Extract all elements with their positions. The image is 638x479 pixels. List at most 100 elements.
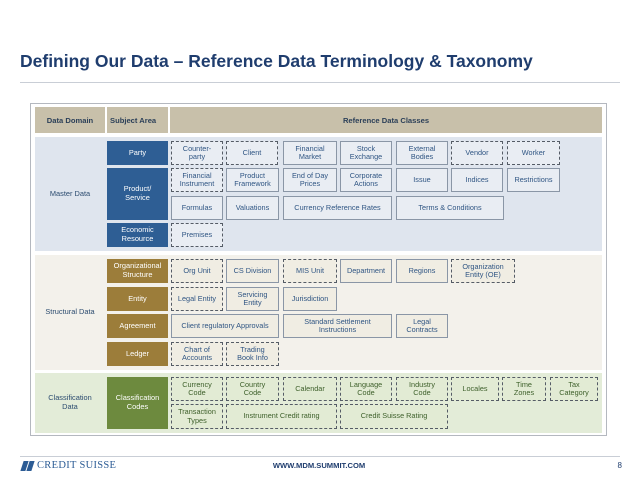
- counterparty-line2: party: [188, 152, 206, 161]
- cell-calendar: Calendar: [283, 377, 337, 401]
- subject-agreement: Agreement: [107, 314, 168, 338]
- cell-cs-division: CS Division: [226, 259, 279, 283]
- ssi-line2: Instructions: [318, 325, 357, 334]
- cell-counterparty: Counter-party: [171, 141, 223, 165]
- cell-department: Department: [340, 259, 392, 283]
- financial-market-line1: Financial: [295, 143, 325, 153]
- title-divider: [20, 82, 620, 83]
- cell-instrument-credit-rating: Instrument Credit rating: [226, 404, 337, 429]
- footer-divider: [20, 456, 620, 457]
- industry-code-line2: Code: [413, 388, 431, 397]
- ssi-line1: Standard Settlement: [304, 316, 371, 326]
- servicing-entity-line2: Entity: [243, 298, 262, 307]
- cell-vendor: Vendor: [451, 141, 503, 165]
- cell-client-regulatory-approvals: Client regulatory Approvals: [171, 314, 279, 338]
- domain-structural-data: Structural Data: [45, 307, 95, 317]
- country-code-line1: Country: [239, 379, 266, 389]
- cell-restrictions: Restrictions: [507, 168, 560, 192]
- language-code-line1: Language: [349, 379, 383, 389]
- time-zones-line1: Time: [516, 379, 532, 389]
- cell-currency-reference-rates: Currency Reference Rates: [283, 196, 392, 220]
- cell-premises: Premises: [171, 223, 223, 247]
- cell-indices: Indices: [451, 168, 503, 192]
- external-bodies-line2: Bodies: [410, 152, 434, 161]
- servicing-entity-line1: Servicing: [237, 289, 268, 299]
- header-subject-area: Subject Area: [107, 107, 168, 133]
- subject-product-line2: Service: [125, 193, 150, 202]
- product-framework-line1: Product: [239, 170, 266, 180]
- time-zones-line2: Zones: [513, 388, 535, 397]
- subject-org-line1: Organizational: [113, 261, 162, 271]
- chart-of-accounts-line2: Accounts: [181, 353, 212, 362]
- financial-instrument-line2: Instrument: [179, 179, 215, 188]
- trading-book-line2: Book Info: [237, 353, 268, 362]
- cell-legal-entity: Legal Entity: [171, 287, 223, 311]
- cell-mis-unit: MIS Unit: [283, 259, 337, 283]
- legal-contracts-line2: Contracts: [406, 325, 438, 334]
- subject-product-service: Product/Service: [107, 168, 168, 220]
- cell-terms-conditions: Terms & Conditions: [396, 196, 504, 220]
- subject-product-line1: Product/: [123, 184, 152, 194]
- product-framework-line2: Framework: [234, 179, 271, 188]
- cell-regions: Regions: [396, 259, 448, 283]
- transaction-types-line1: Transaction: [178, 407, 216, 417]
- credit-suisse-logo: CREDIT SUISSE: [20, 460, 117, 471]
- counterparty-line1: Counter-: [182, 143, 212, 153]
- cell-client: Client: [226, 141, 278, 165]
- subject-economic-line2: Resource: [121, 234, 154, 243]
- eod-prices-line2: Prices: [299, 179, 321, 188]
- chart-of-accounts-line1: Chart of: [184, 344, 210, 354]
- financial-instrument-line1: Financial: [182, 170, 212, 180]
- eod-prices-line1: End of Day: [291, 170, 329, 180]
- domain-classification-line2: Data: [62, 402, 78, 411]
- footer-url: WWW.MDM.SUMMIT.COM: [272, 461, 366, 470]
- page-title: Defining Our Data – Reference Data Termi…: [20, 51, 533, 71]
- trading-book-line1: Trading: [240, 344, 265, 354]
- header-data-domain: Data Domain: [35, 107, 105, 133]
- country-code-line2: Code: [243, 388, 262, 397]
- transaction-types-line2: Types: [187, 415, 207, 425]
- tax-category-line2: Category: [559, 388, 589, 397]
- financial-market-line2: Market: [298, 152, 322, 161]
- subject-entity: Entity: [107, 287, 168, 311]
- cell-jurisdiction: Jurisdiction: [283, 287, 337, 311]
- tax-category-line1: Tax: [568, 379, 580, 389]
- subject-ledger: Ledger: [107, 342, 168, 366]
- cell-org-unit: Org Unit: [171, 259, 223, 283]
- organization-entity-line2: Entity (OE): [465, 270, 501, 279]
- header-reference-data-classes: Reference Data Classes: [170, 107, 602, 133]
- subject-org-line2: Structure: [122, 270, 153, 279]
- page-number: 8: [617, 461, 622, 470]
- legal-contracts-line1: Legal: [413, 316, 431, 326]
- currency-code-line2: Code: [188, 388, 206, 397]
- cell-issue: Issue: [396, 168, 448, 192]
- subject-party: Party: [107, 141, 168, 165]
- cell-valuations: Valuations: [226, 196, 279, 220]
- stock-exchange-line1: Stock: [356, 143, 376, 153]
- corporate-actions-line2: Actions: [354, 179, 378, 188]
- language-code-line2: Code: [357, 388, 375, 397]
- organization-entity-line1: Organization: [462, 261, 504, 271]
- corporate-actions-line1: Corporate: [349, 170, 383, 180]
- industry-code-line1: Industry: [409, 379, 435, 389]
- cell-locales: Locales: [451, 377, 499, 401]
- subject-classification-line2: Codes: [126, 402, 149, 411]
- logo-text: CREDIT SUISSE: [37, 460, 117, 471]
